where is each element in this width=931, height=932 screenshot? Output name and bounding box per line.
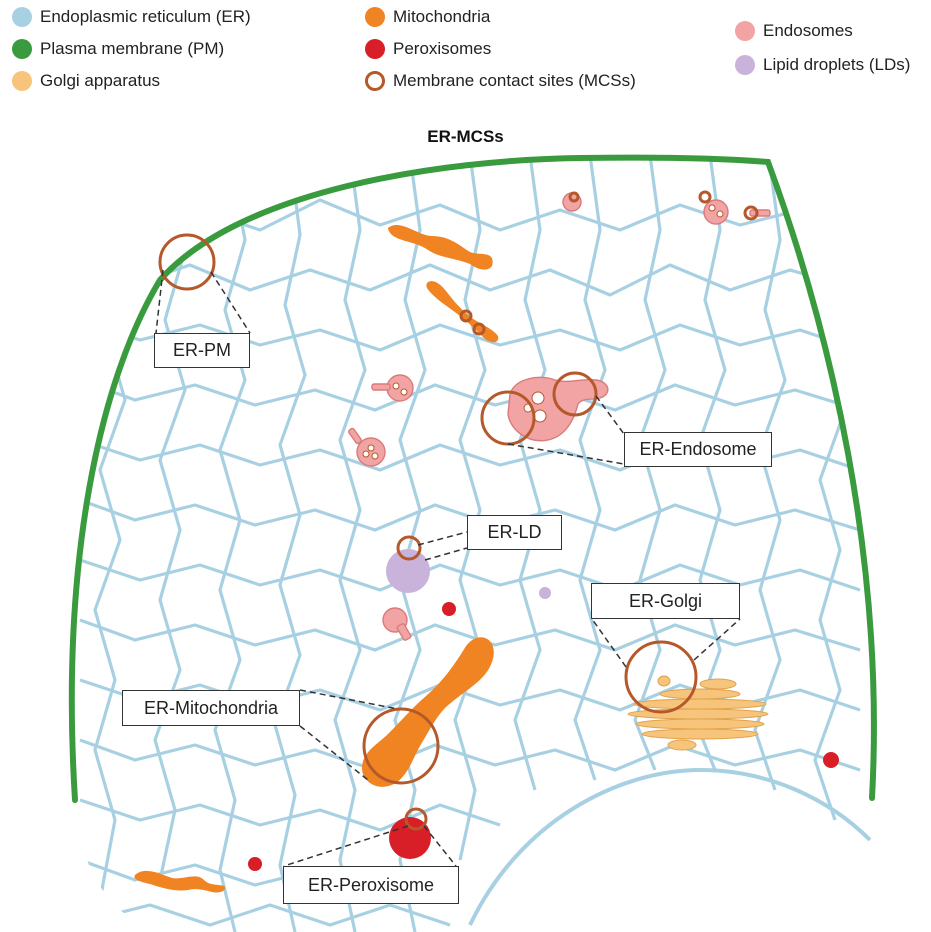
legend-item-pm: Plasma membrane (PM) [12,39,224,59]
legend-label: Golgi apparatus [40,71,161,90]
legend-item-mcs: Membrane contact sites (MCSs) [365,71,636,91]
legend-item-er: Endoplasmic reticulum (ER) [12,7,251,27]
legend-item-peroxisomes: Peroxisomes [365,39,491,59]
callout-er-mitochondria: ER-Mitochondria [122,690,300,726]
golgi-swatch-icon [12,71,32,91]
lipid-droplets [386,549,551,599]
mcs-rings [158,190,759,831]
callout-er-peroxisome: ER-Peroxisome [283,866,459,904]
callout-er-pm: ER-PM [154,333,250,368]
legend-label: Plasma membrane (PM) [40,39,225,58]
legend: Endoplasmic reticulum (ER) Plasma membra… [0,0,931,110]
callout-er-ld: ER-LD [467,515,562,550]
er-swatch-icon [12,7,32,27]
mcs-ring-icon [365,71,385,91]
legend-label: Endosomes [763,21,853,40]
legend-item-endosomes: Endosomes [735,21,853,41]
legend-label: Mitochondria [393,7,491,26]
er-network [79,157,861,932]
mitochondria-swatch-icon [365,7,385,27]
plasma-membrane [68,154,877,803]
legend-item-golgi: Golgi apparatus [12,71,160,91]
callout-lines [155,269,741,867]
pm-swatch-icon [12,39,32,59]
legend-label: Membrane contact sites (MCSs) [393,71,636,90]
lipid-droplet-swatch-icon [735,55,755,75]
callout-er-golgi: ER-Golgi [591,583,740,619]
golgi-apparatus [627,675,769,751]
nuclear-envelope [468,767,872,926]
endosome-swatch-icon [735,21,755,41]
legend-item-lipid-droplets: Lipid droplets (LDs) [735,55,910,75]
legend-label: Peroxisomes [393,39,492,58]
legend-label: Lipid droplets (LDs) [763,55,911,74]
diagram-title: ER-MCSs [427,127,504,146]
legend-label: Endoplasmic reticulum (ER) [40,7,251,26]
callout-er-endosome: ER-Endosome [624,432,772,467]
peroxisome-swatch-icon [365,39,385,59]
legend-item-mitochondria: Mitochondria [365,7,490,27]
